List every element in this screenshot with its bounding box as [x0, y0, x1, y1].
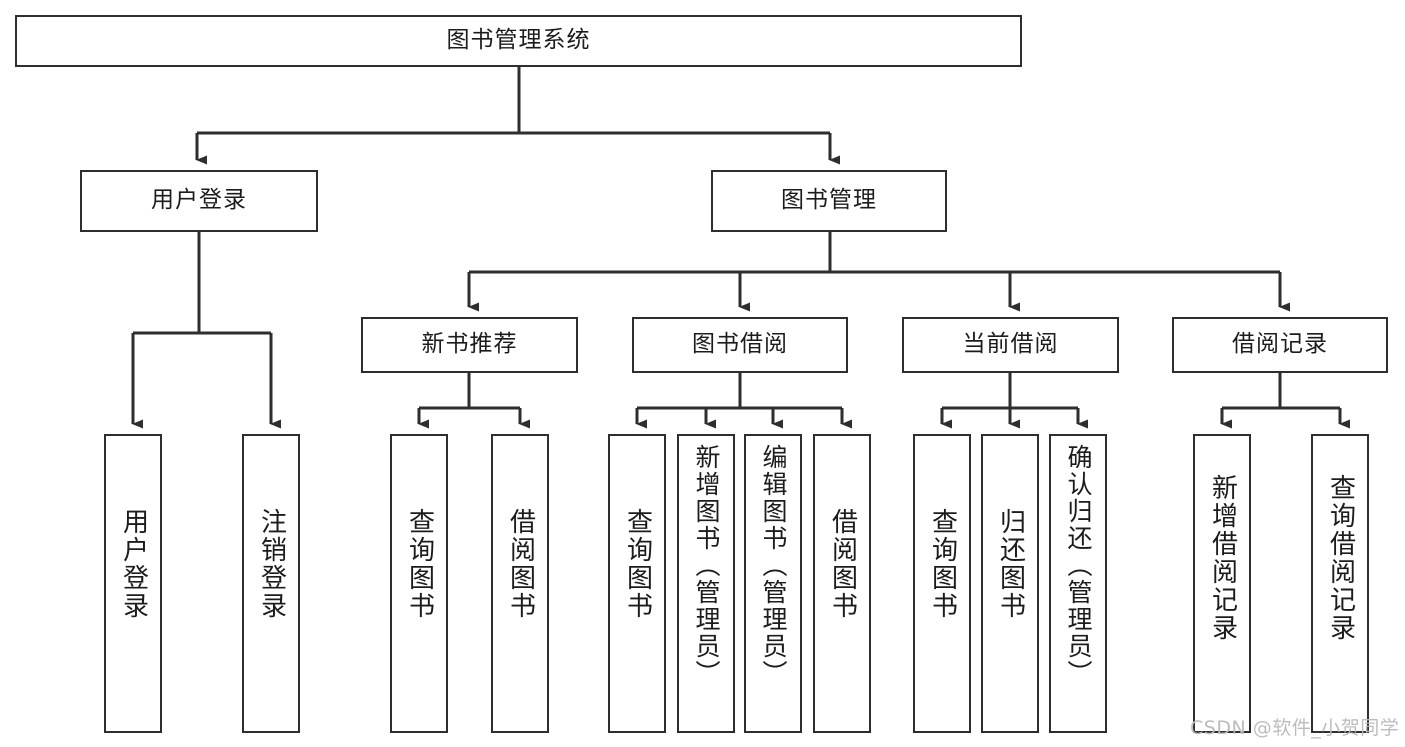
node-leaf-borrow-book-2-label: 借阅图书: [827, 508, 858, 620]
node-leaf-query-book-1-label: 查询图书: [404, 508, 435, 620]
node-leaf-add-record-label: 新增借阅记录: [1207, 474, 1238, 642]
node-user-login-label: 用户登录: [151, 187, 247, 214]
node-book-borrow[interactable]: 图书借阅: [632, 317, 848, 373]
node-leaf-add-record[interactable]: 新增借阅记录: [1193, 434, 1251, 733]
node-leaf-query-book-2-label: 查询图书: [622, 508, 653, 620]
node-leaf-logout-login[interactable]: 注销登录: [242, 434, 300, 733]
node-leaf-borrow-book-1-label: 借阅图书: [505, 508, 536, 620]
node-root-label: 图书管理系统: [446, 27, 591, 54]
node-borrow-record-label: 借阅记录: [1232, 331, 1328, 358]
node-leaf-query-book-2[interactable]: 查询图书: [608, 434, 666, 733]
node-current-borrow[interactable]: 当前借阅: [902, 317, 1119, 373]
node-new-book-rec-label: 新书推荐: [421, 331, 518, 358]
node-book-borrow-label: 图书借阅: [692, 331, 788, 358]
node-leaf-query-record[interactable]: 查询借阅记录: [1311, 434, 1369, 733]
node-root[interactable]: 图书管理系统: [15, 15, 1022, 67]
node-leaf-edit-book[interactable]: 编辑图书（管理员）: [744, 434, 802, 733]
node-leaf-query-book-3-label: 查询图书: [927, 508, 958, 620]
node-leaf-query-book-3[interactable]: 查询图书: [913, 434, 971, 733]
node-leaf-query-book-1[interactable]: 查询图书: [390, 434, 448, 733]
node-leaf-query-record-label: 查询借阅记录: [1325, 474, 1356, 642]
node-leaf-add-book[interactable]: 新增图书（管理员）: [677, 434, 735, 733]
node-borrow-record[interactable]: 借阅记录: [1172, 317, 1388, 373]
node-leaf-user-login-label: 用户登录: [118, 508, 149, 620]
node-current-borrow-label: 当前借阅: [962, 331, 1059, 358]
node-leaf-edit-book-label: 编辑图书（管理员）: [759, 444, 788, 687]
node-leaf-logout-login-label: 注销登录: [256, 508, 287, 620]
node-leaf-borrow-book-2[interactable]: 借阅图书: [813, 434, 871, 733]
node-book-manage-label: 图书管理: [781, 187, 877, 214]
node-user-login[interactable]: 用户登录: [80, 170, 318, 232]
node-leaf-confirm-return[interactable]: 确认归还（管理员）: [1049, 434, 1107, 733]
csdn-watermark: CSDN @软件_小贺同学: [1190, 717, 1400, 739]
node-new-book-rec[interactable]: 新书推荐: [361, 317, 578, 373]
node-book-manage[interactable]: 图书管理: [711, 170, 947, 232]
node-leaf-user-login[interactable]: 用户登录: [104, 434, 162, 733]
node-leaf-confirm-return-label: 确认归还（管理员）: [1064, 444, 1093, 687]
node-leaf-add-book-label: 新增图书（管理员）: [692, 444, 721, 687]
node-leaf-borrow-book-1[interactable]: 借阅图书: [491, 434, 549, 733]
node-leaf-return-book[interactable]: 归还图书: [981, 434, 1039, 733]
node-leaf-return-book-label: 归还图书: [995, 508, 1026, 620]
